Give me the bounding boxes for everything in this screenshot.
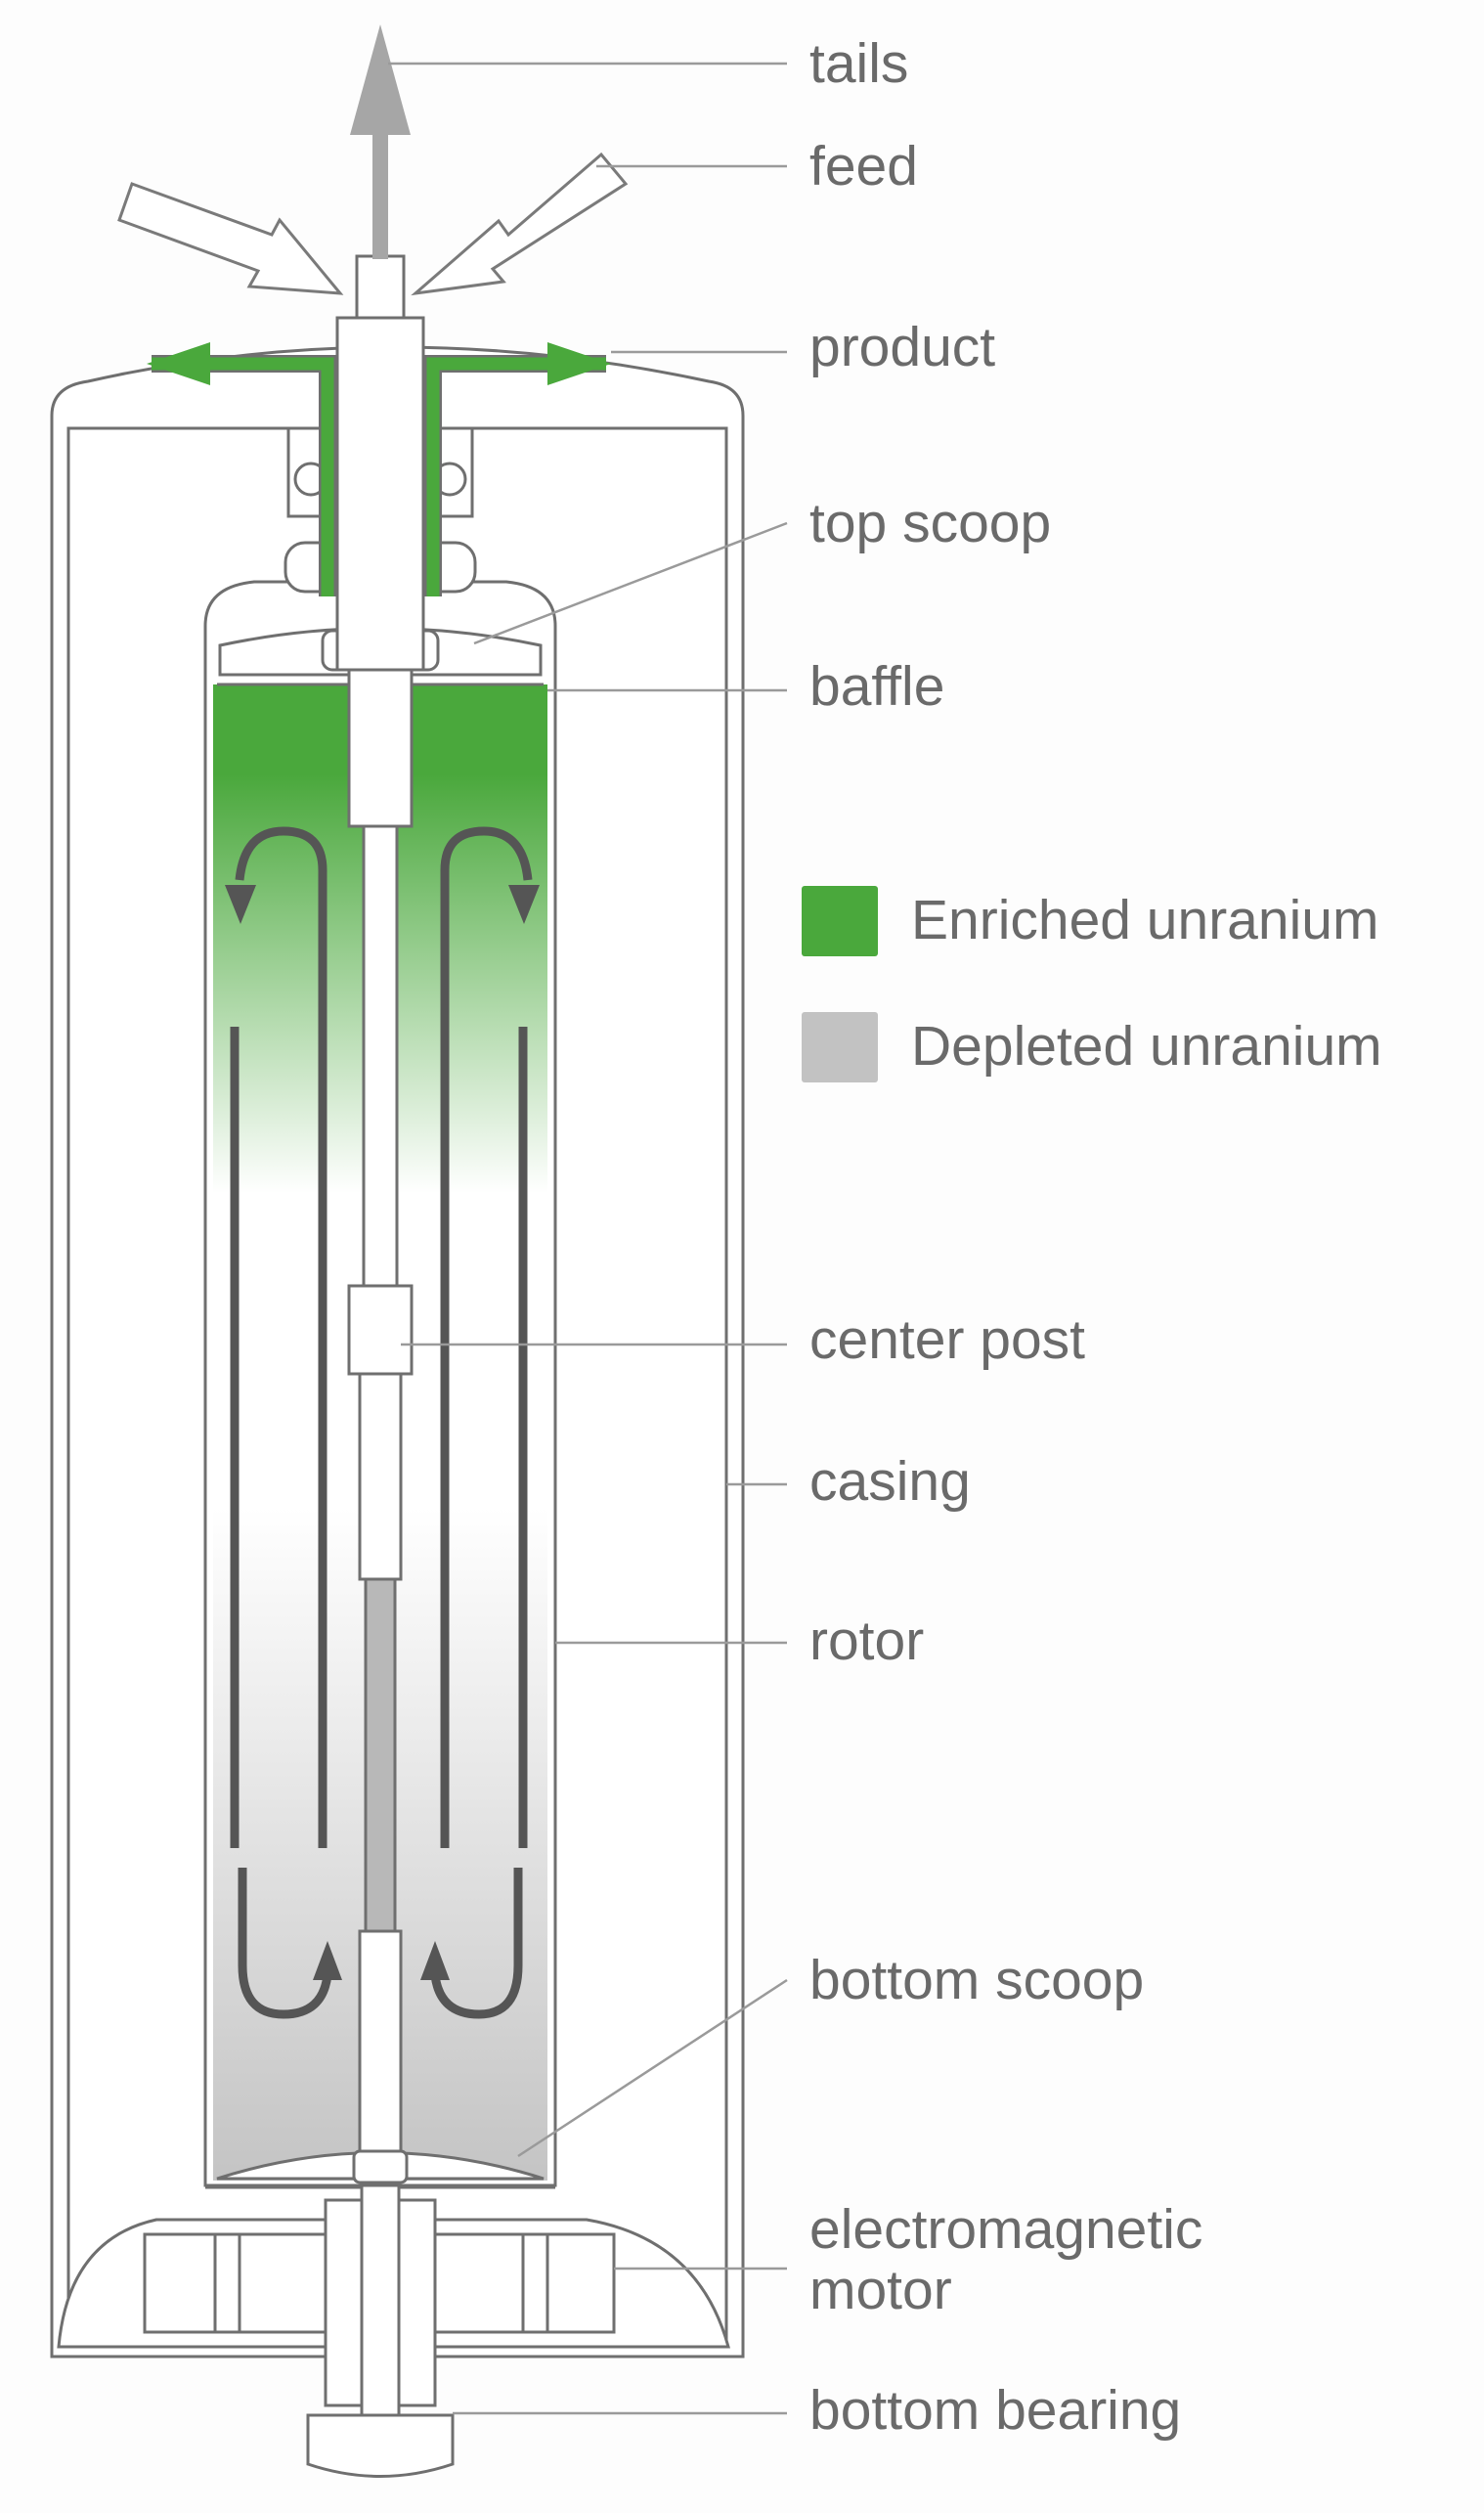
label-top-scoop: top scoop bbox=[809, 492, 1052, 554]
legend-swatch-depleted bbox=[802, 1012, 878, 1082]
label-bottom-bearing: bottom bearing bbox=[809, 2379, 1182, 2442]
label-bottom-scoop: bottom scoop bbox=[809, 1949, 1145, 2011]
flow-arrowheads bbox=[225, 885, 540, 1980]
product-pipes bbox=[147, 342, 611, 596]
tails-arrow bbox=[350, 24, 411, 259]
legend-swatch-enriched bbox=[802, 886, 878, 956]
label-motor: motor bbox=[809, 2259, 952, 2321]
legend-label-enriched: Enriched unranium bbox=[911, 889, 1379, 951]
motor-shape bbox=[57, 2183, 730, 2478]
label-casing: casing bbox=[809, 1450, 971, 1513]
label-tails: tails bbox=[809, 32, 909, 95]
label-center-post: center post bbox=[809, 1308, 1085, 1371]
feed-arrows bbox=[117, 152, 629, 296]
label-feed: feed bbox=[809, 135, 918, 198]
label-electromagnetic: electromagnetic bbox=[809, 2198, 1203, 2261]
label-baffle: baffle bbox=[809, 655, 945, 718]
leader-lines bbox=[388, 62, 788, 2415]
flow-arrows bbox=[230, 826, 533, 2019]
label-product: product bbox=[809, 316, 996, 378]
legend-label-depleted: Depleted unranium bbox=[911, 1015, 1382, 1078]
center-post-shape bbox=[335, 254, 425, 2168]
label-rotor: rotor bbox=[809, 1609, 925, 1672]
bottom-scoop-shape bbox=[216, 2149, 545, 2184]
